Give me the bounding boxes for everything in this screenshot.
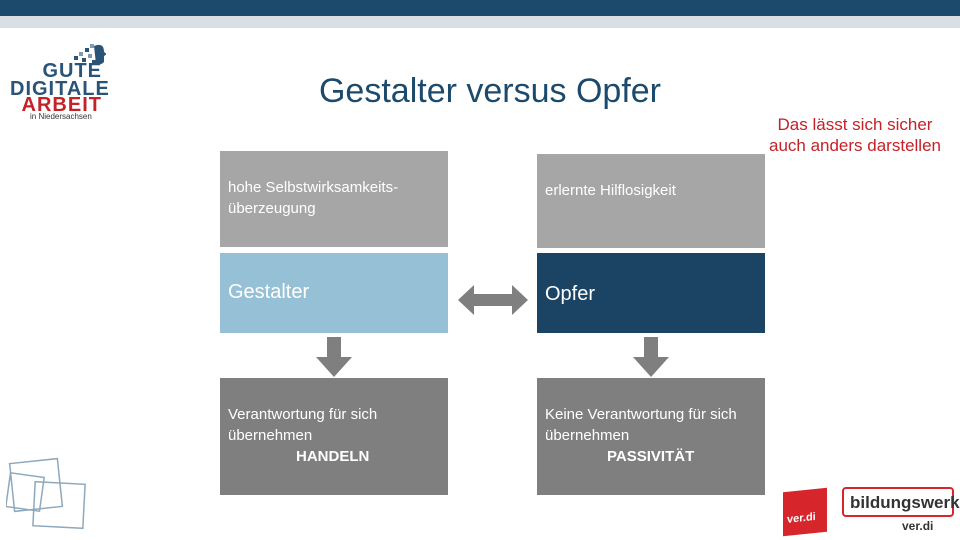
passivitaet-text: PASSIVITÄT (607, 448, 695, 465)
arrow-down-right-icon (633, 337, 669, 377)
handeln-text: HANDELN (296, 448, 370, 465)
logo-line-arbeit: ARBEIT (21, 94, 102, 116)
logo-line-region: in Niedersachsen (30, 112, 92, 121)
logo-line-digitale: DIGITALE (10, 78, 110, 100)
gute-digitale-arbeit-logo: GUTE DIGITALE ARBEIT in Niedersachsen (10, 38, 120, 128)
arrow-down-left-icon (316, 337, 352, 377)
slide-title: Gestalter versus Opfer (318, 72, 661, 110)
bildungswerk-text: bildungswerk (850, 493, 960, 512)
box-verantwortung: Verantwortung für sich übernehmen HANDEL… (220, 378, 448, 495)
top-bar-stripe (0, 16, 960, 28)
logo-pixel-head-icon (74, 44, 106, 65)
keine-verantwortung-text: Keine Verantwortung für sich übernehmen (545, 406, 737, 444)
verdi-logo: ver.di (783, 487, 827, 537)
bildungswerk-frame (842, 487, 954, 517)
bildungswerk-subtext: ver.di (902, 519, 934, 533)
double-arrow-icon (458, 285, 528, 315)
decorative-squares-icon (6, 457, 86, 530)
logo-line-gute: GUTE (42, 60, 102, 82)
box-self-efficacy: hohe Selbstwirksamkeits-überzeugung (220, 151, 448, 247)
box-keine-verantwortung: Keine Verantwortung für sich übernehmen … (537, 378, 765, 495)
box-gestalter: Gestalter (220, 253, 448, 333)
bildungswerk-logo: bildungswerk ver.di (842, 487, 960, 535)
verdi-logo-text: ver.di (787, 510, 816, 526)
box-learned-helplessness: erlernte Hilflosigkeit (537, 154, 765, 248)
top-bar (0, 0, 960, 16)
box-opfer: Opfer (537, 253, 765, 333)
verantwortung-text: Verantwortung für sich übernehmen (228, 406, 378, 444)
side-note: Das lässt sich sicher auch anders darste… (768, 115, 941, 155)
